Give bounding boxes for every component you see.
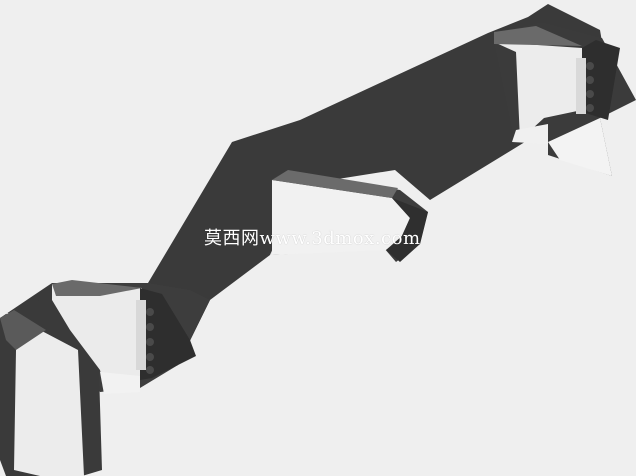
left-support — [0, 280, 196, 476]
right-support — [492, 22, 636, 176]
middle-diaphragm — [270, 170, 428, 262]
watermark-text: 莫西网www.3dmox.com — [204, 228, 421, 249]
